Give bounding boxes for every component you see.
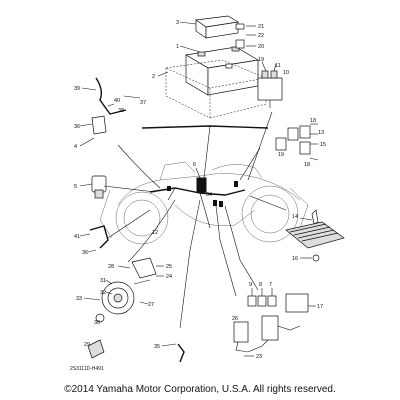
callout-11: 11 [275,63,281,69]
callout-36b: 36 [82,250,88,256]
callout-33: 33 [76,296,82,302]
leader-lines [103,111,287,329]
callout-27: 27 [148,302,154,308]
callout-10: 10 [283,70,289,76]
callout-24: 24 [166,274,172,280]
callout-16: 16 [292,256,298,262]
callout-1: 1 [176,44,179,50]
callout-37: 37 [140,100,146,106]
callout-9: 9 [249,282,252,288]
relay-cluster-top-right: 19 11 10 [257,57,289,108]
rectifier-regulator: 14 16 [285,209,345,262]
callout-30: 30 [94,320,100,326]
callout-12: 12 [152,230,158,236]
callout-2: 2 [152,74,155,80]
callout-23: 23 [256,354,262,360]
callout-18b: 18 [304,162,310,168]
callout-26: 26 [232,316,238,322]
relay-group-right: 18 13 15 19 18 [275,118,326,168]
callout-39: 39 [74,86,80,92]
callout-8: 8 [259,282,262,288]
callout-35: 35 [154,344,160,350]
motorcycle-outline [99,161,309,245]
relay-harness-bottom: 26 23 [232,315,301,360]
bike-mounted-parts [167,177,238,207]
fuse-block-bottom-right: 9 8 7 17 [247,282,323,313]
copyright-notice: ©2014 Yamaha Motor Corporation, U.S.A. A… [64,384,336,395]
callout-3: 3 [176,20,179,26]
callout-41: 41 [74,234,80,240]
callout-32: 32 [100,290,106,296]
battery-assembly: 3 1 21 22 20 2 [152,15,267,119]
callout-25: 25 [166,264,172,270]
callout-17: 17 [317,304,323,310]
callout-36: 36 [74,124,80,130]
callout-20: 20 [258,44,264,50]
harness-bottom-center: 35 [154,343,185,363]
bike-callouts: 6 12 34 [152,162,212,236]
callout-29: 29 [84,342,90,348]
callout-7: 7 [269,282,272,288]
callout-4: 4 [74,144,77,150]
callout-19: 19 [258,57,264,63]
left-side-parts: 39 40 37 38 36 4 5 41 36 [74,77,146,256]
horn-assembly: 28 25 24 33 31 32 27 30 29 [76,257,172,359]
callout-22: 22 [258,33,264,39]
callout-34: 34 [206,192,212,198]
callout-21: 21 [258,24,264,30]
callout-6: 6 [193,162,196,168]
callout-13: 13 [318,130,324,136]
callout-18: 18 [310,118,316,124]
callout-15: 15 [320,142,326,148]
callout-14: 14 [292,214,298,220]
callout-40: 40 [114,98,120,104]
callout-5: 5 [74,184,77,190]
callout-28: 28 [108,264,114,270]
callout-38: 38 [118,108,124,114]
callout-19b: 19 [278,152,284,158]
callout-31: 31 [100,278,106,284]
diagram-code: 2S3111D-H491 [70,366,104,372]
